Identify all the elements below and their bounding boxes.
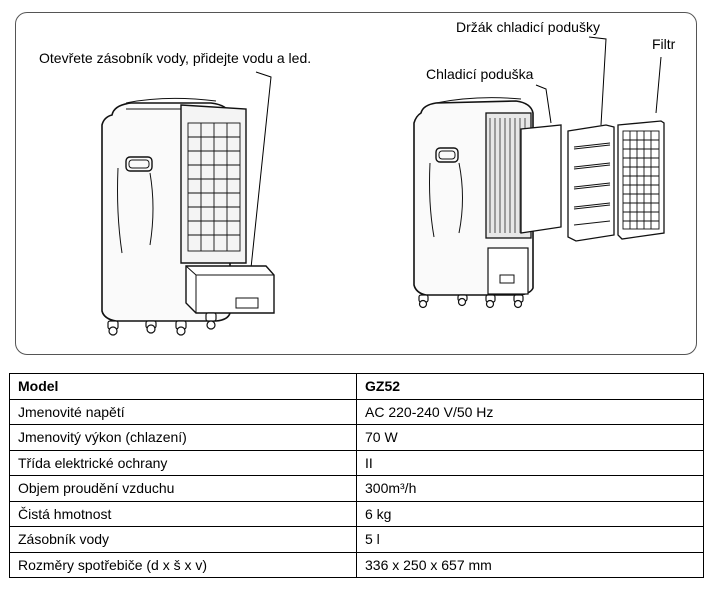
filter-label: Filtr [652,36,676,52]
header-label: Model [9,373,357,400]
spec-value: 300m³/h [356,475,704,502]
table-row: Jmenovitý výkon (chlazení) 70 W [9,424,704,451]
table-row: Rozměry spotřebiče (d x š x v) 336 x 250… [9,551,704,578]
table-row: Zásobník vody 5 l [9,526,704,553]
cooler-diagram: Otevřete zásobník vody, přidejte vodu a … [39,19,676,336]
cooler-unit-with-tank [101,97,275,336]
spec-label: Jmenovité napětí [9,398,357,425]
table-row: Objem proudění vzduchu 300m³/h [9,475,704,502]
spec-label: Třída elektrické ochrany [9,449,357,476]
leader-lines [250,36,662,269]
table-row: Jmenovité napětí AC 220-240 V/50 Hz [9,398,704,425]
cooling-pad-label: Chladicí poduška [426,66,534,82]
cooler-unit-exploded [413,97,665,309]
specifications-table: Model GZ52 Jmenovité napětí AC 220-240 V… [9,373,704,578]
spec-label: Čistá hmotnost [9,500,357,527]
spec-label: Objem proudění vzduchu [9,475,357,502]
spec-value: AC 220-240 V/50 Hz [356,398,704,425]
spec-label: Zásobník vody [9,526,357,553]
table-row: Třída elektrické ochrany II [9,449,704,476]
product-illustration: Otevřete zásobník vody, přidejte vodu a … [15,12,697,355]
pad-holder-label: Držák chladicí podušky [456,19,600,35]
table-row: Čistá hmotnost 6 kg [9,500,704,527]
table-header-row: Model GZ52 [9,373,704,400]
spec-value: 336 x 250 x 657 mm [356,551,704,578]
spec-value: 5 l [356,526,704,553]
spec-value: 6 kg [356,500,704,527]
spec-value: II [356,449,704,476]
header-value: GZ52 [356,373,704,400]
water-tank-callout: Otevřete zásobník vody, přidejte vodu a … [39,50,311,66]
spec-label: Rozměry spotřebiče (d x š x v) [9,551,357,578]
spec-value: 70 W [356,424,704,451]
spec-label: Jmenovitý výkon (chlazení) [9,424,357,451]
